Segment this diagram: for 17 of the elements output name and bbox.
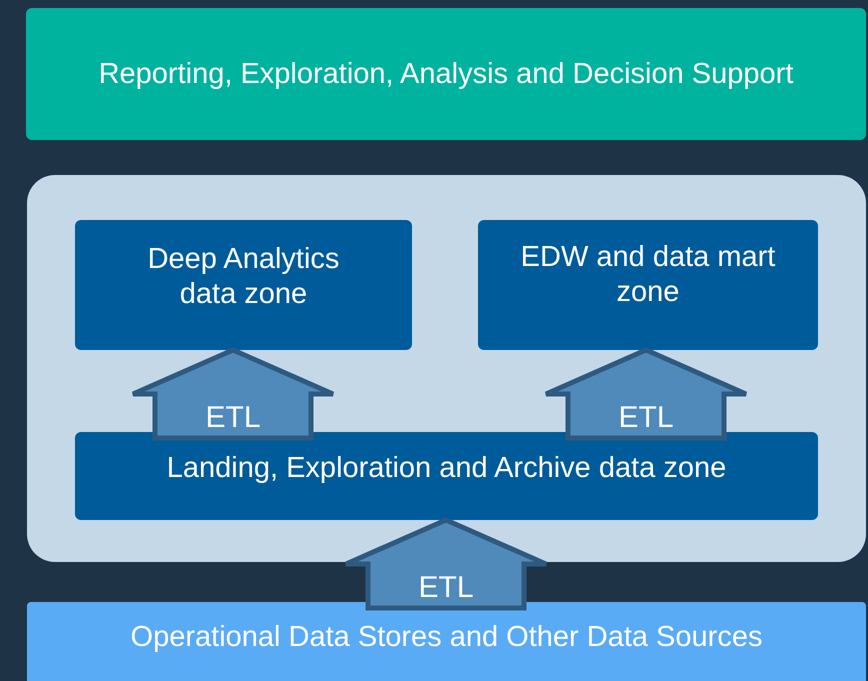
panel — [27, 175, 866, 562]
zone-label: Operational Data Stores and Other Data Sources — [130, 620, 762, 654]
source-box — [27, 602, 866, 681]
edge-label: ETL — [418, 571, 474, 605]
block-arrow — [130, 347, 336, 440]
block-arrow — [544, 347, 748, 440]
zone-box — [75, 220, 412, 350]
zone-label: EDW and data mart zone — [520, 240, 776, 310]
edge-label: ETL — [618, 401, 674, 435]
zone-label: Reporting, Exploration, Analysis and Decision Support — [98, 56, 794, 92]
block-arrow — [344, 517, 548, 610]
zone-box — [75, 432, 818, 520]
zone-label: Deep Analytics data zone — [146, 242, 340, 312]
reporting-box — [26, 8, 866, 140]
zone-box — [478, 220, 818, 350]
edge-label: ETL — [205, 401, 261, 435]
zone-label: Landing, Exploration and Archive data zone — [166, 450, 726, 486]
